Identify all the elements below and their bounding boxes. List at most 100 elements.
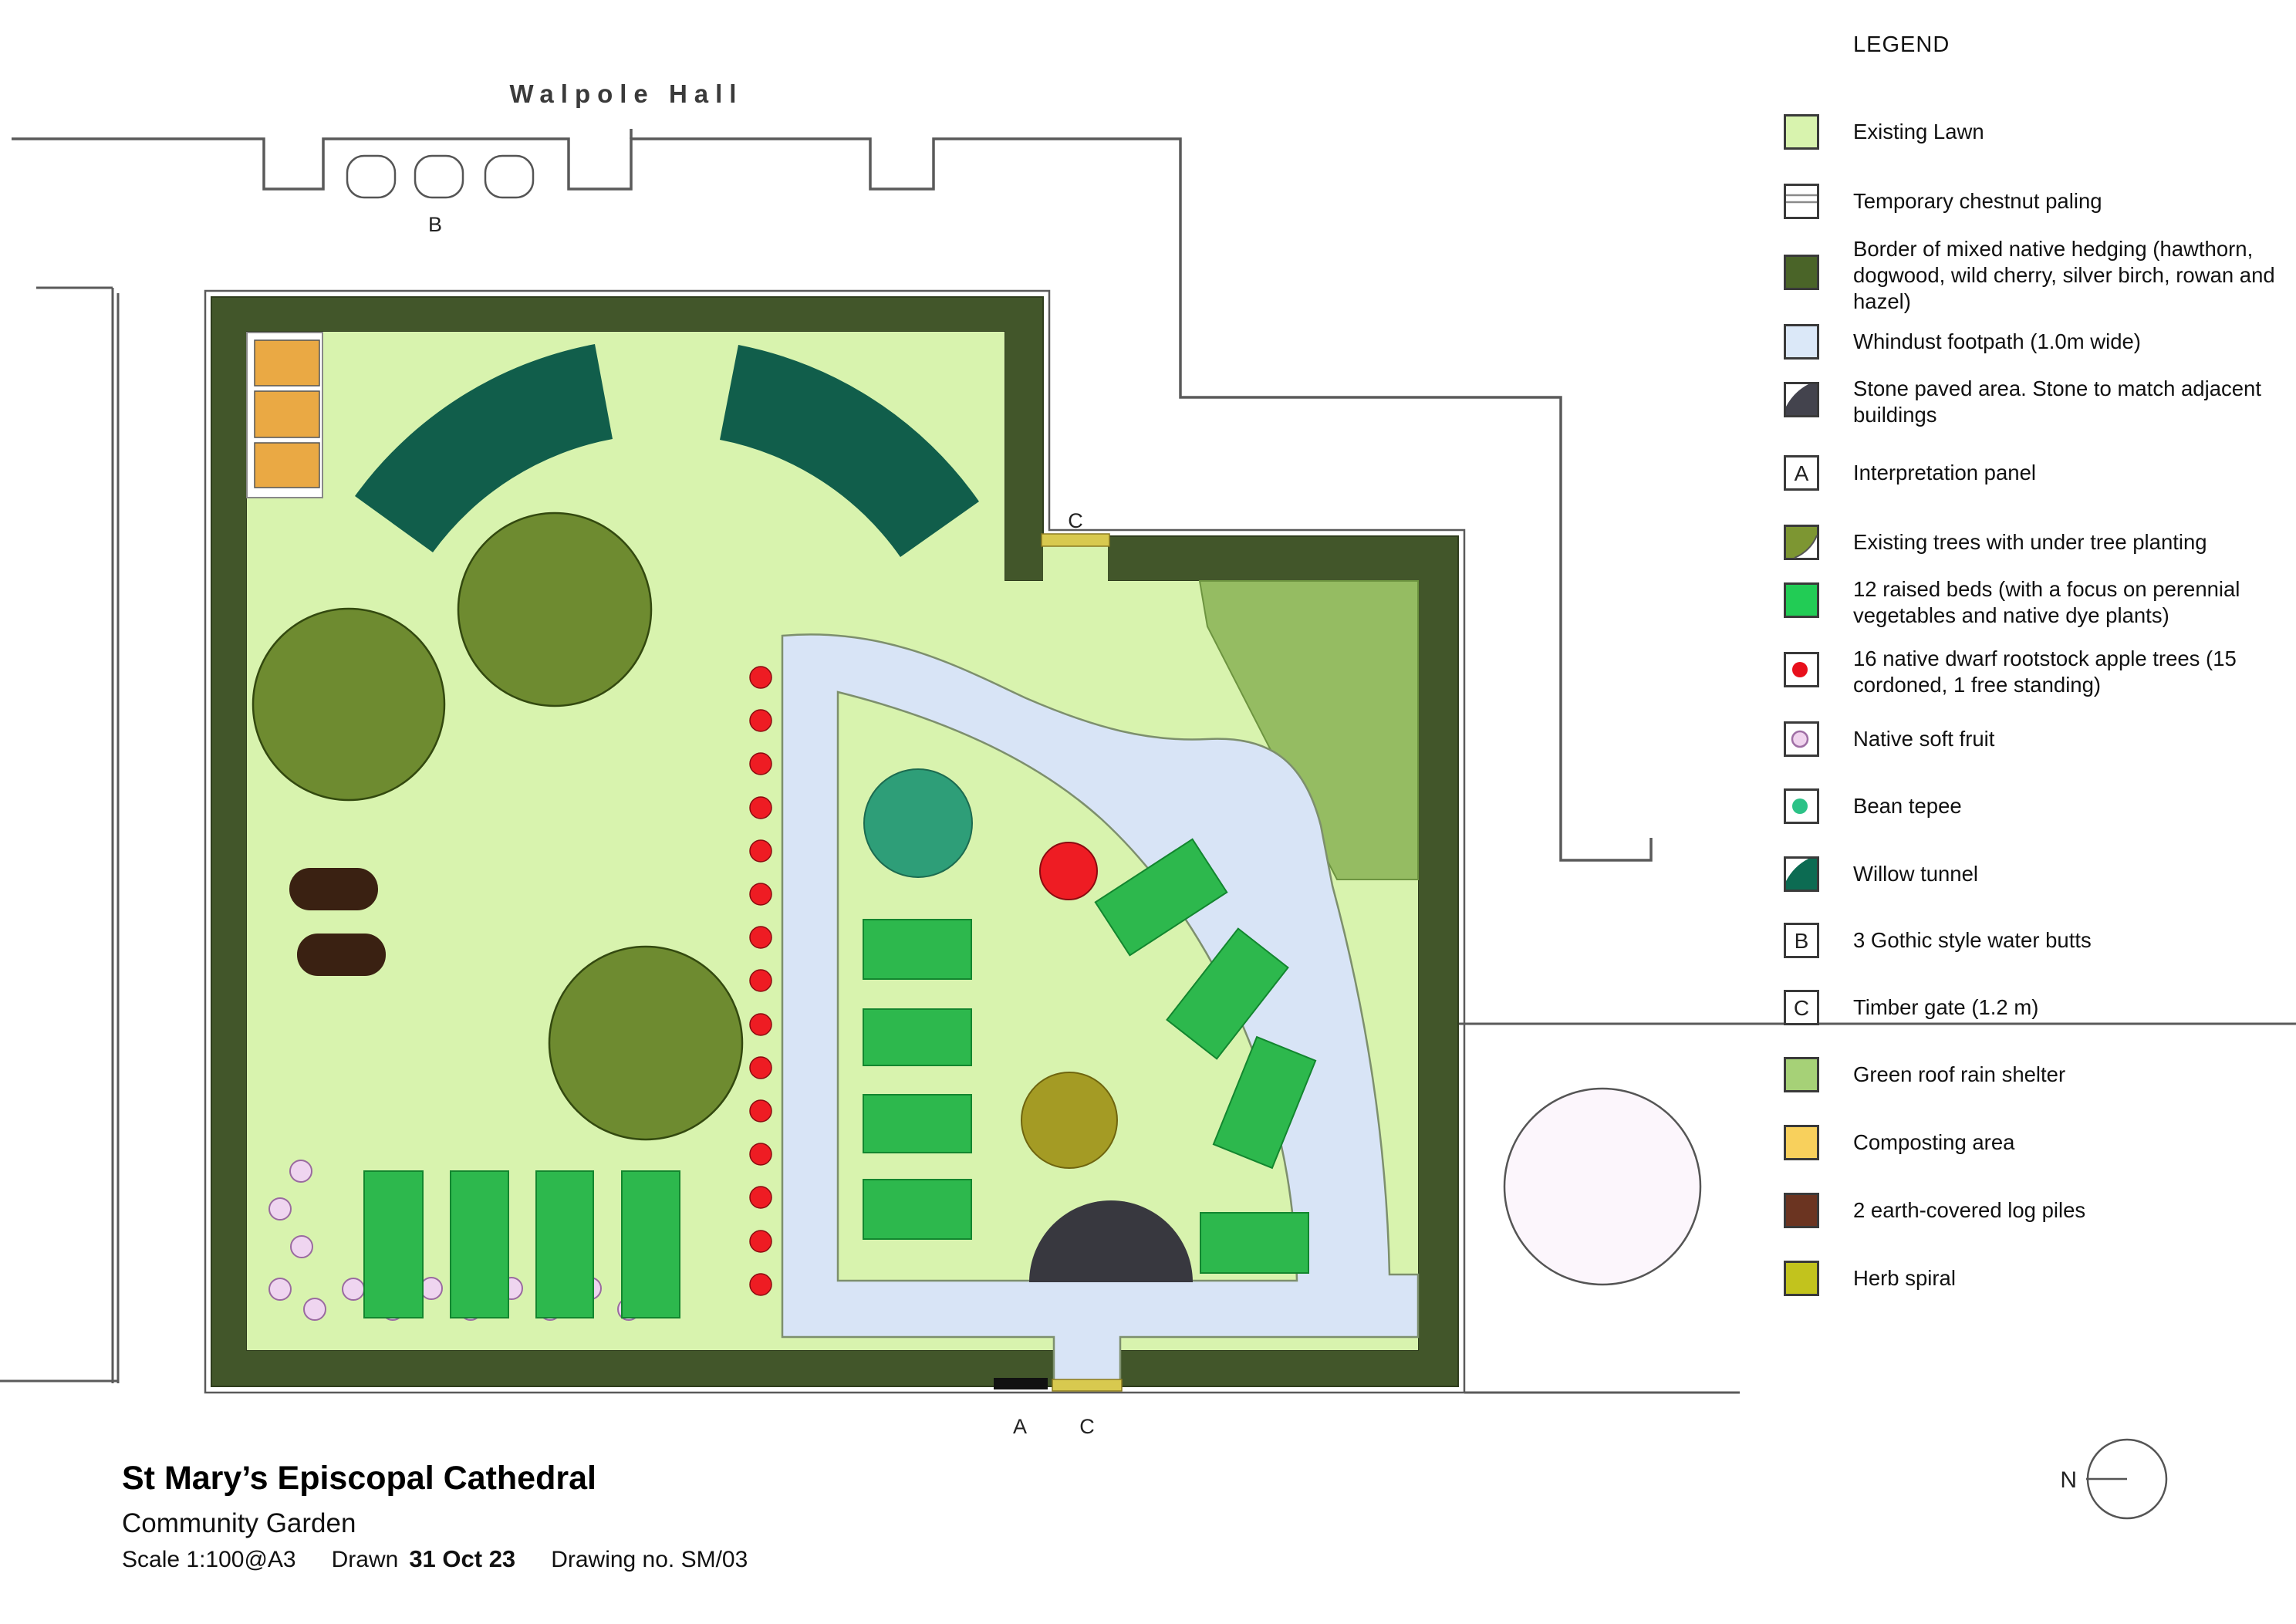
legend-item-label: Herb spiral (1853, 1266, 1956, 1290)
scale-label: Scale 1:100@A3 (122, 1547, 296, 1572)
log-pile (289, 868, 378, 910)
drawn-date: 31 Oct 23 (409, 1545, 516, 1572)
garden-outer-outline (204, 289, 1466, 1394)
legend-item-label: Green roof rain shelter (1853, 1062, 2066, 1086)
existing-tree (252, 607, 446, 802)
free-standing-apple-tree (1039, 842, 1098, 900)
cordoned-apple-tree (749, 883, 772, 906)
log-pile (297, 934, 386, 976)
willow-arc-right (720, 345, 979, 557)
cordoned-apple-tree (749, 666, 772, 689)
legend-item-label: Bean tepee (1853, 794, 1962, 818)
existing-tree (548, 945, 744, 1141)
cordoned-apple-tree (749, 1273, 772, 1296)
adjacent-building-outlines (0, 129, 2296, 1394)
legend-item-label: Stone paved area. Stone to match adjacen… (1853, 376, 2261, 427)
herb-spiral (1021, 1072, 1118, 1169)
svg-text:B: B (1795, 929, 1809, 953)
legend-item-label: Willow tunnel (1853, 862, 1979, 886)
compass-label: N (2060, 1467, 2077, 1493)
existing-trees (252, 512, 744, 1141)
cordoned-apple-tree (749, 709, 772, 732)
legend-swatch-letter-icon: B (1784, 923, 1819, 958)
marker-label-gate-bottom: C (1079, 1415, 1095, 1438)
soft-fruit-plant (290, 1235, 313, 1258)
building-label: Walpole Hall (510, 79, 744, 108)
cordoned-apple-tree (749, 1056, 772, 1079)
drawing-number: Drawing no. SM/03 (551, 1547, 748, 1572)
timber-gate-bottom (1052, 1379, 1123, 1392)
water-butt (484, 154, 535, 199)
marker-label-gate-top: C (1068, 509, 1083, 532)
cordoned-apple-tree (749, 1013, 772, 1036)
cordoned-apple-tree (749, 926, 772, 949)
log-piles (289, 868, 386, 976)
water-butts (346, 154, 535, 199)
legend-swatch-quarter-icon (1784, 856, 1819, 892)
legend-item-label: Whindust footpath (1.0m wide) (1853, 329, 2141, 353)
raised-beds-main (363, 1170, 680, 1318)
drawing-meta: Scale 1:100@A3 Drawn 31 Oct 23 Drawing no. … (122, 1545, 1125, 1573)
legend-swatch-fill-icon (1784, 1193, 1819, 1228)
legend-item-label: Existing trees with under tree planting (1853, 530, 2207, 554)
marker-label-panel: A (1013, 1415, 1027, 1438)
svg-text:A: A (1795, 461, 1809, 485)
legend-swatch-dot-hollow-icon (1784, 721, 1819, 757)
water-butt (346, 154, 397, 199)
legend-swatch-letter-icon: C (1784, 990, 1819, 1025)
cordoned-apple-tree (749, 1186, 772, 1209)
cordoned-apple-tree (749, 969, 772, 992)
raised-bed (863, 1094, 972, 1153)
legend-swatch-fill-icon (1784, 114, 1819, 150)
timber-gate-top (1041, 533, 1110, 547)
raised-bed (1094, 838, 1228, 957)
soft-fruit-plant (289, 1160, 312, 1183)
raised-bed (863, 1179, 972, 1240)
whindust-footpath (781, 633, 1420, 1384)
svg-text:C: C (1794, 996, 1809, 1020)
raised-bed (363, 1170, 424, 1318)
legend-item-label: Composting area (1853, 1130, 2015, 1154)
legend-item-label: 3 Gothic style water butts (1853, 928, 2092, 952)
willow-tunnel (355, 344, 979, 557)
raised-bed (863, 919, 972, 980)
marker-label-water-butts: B (428, 213, 442, 236)
soft-fruit-plant (268, 1278, 292, 1301)
legend-item-label: Existing Lawn (1853, 120, 1984, 143)
bean-tepee (863, 768, 973, 878)
legend-swatch-tree-icon (1784, 525, 1819, 560)
legend-swatch-dot-icon (1784, 788, 1819, 824)
legend-item-label: Interpretation panel (1853, 461, 2036, 484)
cordoned-apple-tree (749, 1099, 772, 1123)
legend-item-label: 16 native dwarf rootstock apple trees (1… (1853, 647, 2237, 697)
legend-swatch-dot-icon (1784, 652, 1819, 687)
willow-arc-left (355, 344, 613, 552)
drawing-title: St Mary’s Episcopal Cathedral (122, 1460, 596, 1497)
legend-swatch-paling-icon (1784, 184, 1819, 219)
legend-swatch-fill-icon (1784, 1057, 1819, 1092)
legend-item-label: Temporary chestnut paling (1853, 189, 2102, 213)
legend-swatch-fill-icon (1784, 324, 1819, 360)
raised-bed (621, 1170, 680, 1318)
raised-bed (450, 1170, 509, 1318)
cordoned-apple-tree (749, 752, 772, 775)
composting-area (246, 332, 323, 498)
legend-swatch-fill-icon (1784, 1125, 1819, 1160)
soft-fruit-plant (342, 1278, 365, 1301)
raised-bed (535, 1170, 594, 1318)
raised-bed (1166, 927, 1289, 1060)
legend-swatch-letter-icon: A (1784, 455, 1819, 491)
existing-tree-canopy-outline (1503, 1087, 1702, 1286)
interpretation-panel (994, 1378, 1048, 1389)
legend-swatch-quarter-icon (1784, 382, 1819, 417)
left-building-outline (0, 286, 120, 1383)
legend-swatch-fill-icon (1784, 255, 1819, 290)
green-roof-rain-shelter (1198, 580, 1419, 880)
soft-fruit-plant (303, 1298, 326, 1321)
drawn-label: Drawn (331, 1547, 399, 1572)
legend-swatch-fill-icon (1784, 1261, 1819, 1296)
water-butt (414, 154, 464, 199)
